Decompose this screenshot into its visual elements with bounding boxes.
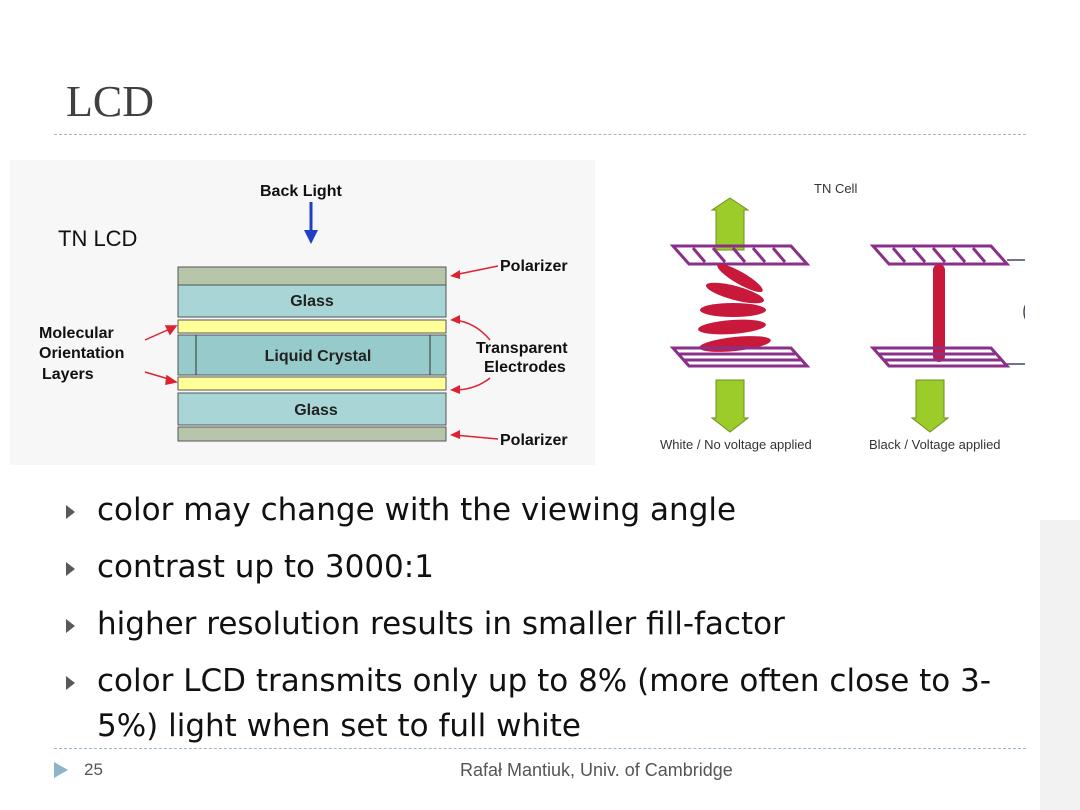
top-electrode-layer bbox=[177, 319, 447, 334]
entry-light-arrow-icon bbox=[710, 379, 750, 433]
bullet-arrow-icon bbox=[66, 619, 75, 633]
liquid-crystal-layer bbox=[177, 334, 447, 376]
bullet-arrow-icon bbox=[66, 562, 75, 576]
bullet-item: color may change with the viewing angle bbox=[66, 488, 1026, 533]
footer-divider bbox=[54, 748, 1026, 749]
tn-lcd-diagram: TN LCD Back Light Glass Liquid Crystal G… bbox=[10, 160, 595, 465]
top-glass-layer bbox=[177, 284, 447, 318]
top-glass-label: Glass bbox=[290, 293, 334, 310]
top-polarizer-grid bbox=[669, 244, 811, 266]
liquid-crystal-label: Liquid Crystal bbox=[265, 348, 372, 365]
page-number: 25 bbox=[84, 760, 103, 779]
backlight-arrow-icon bbox=[304, 202, 318, 244]
molecular-label: Molecular bbox=[39, 325, 114, 342]
backlight-label: Back Light bbox=[260, 183, 342, 200]
white-caption: White / No voltage applied bbox=[660, 437, 812, 452]
aligned-crystal-rods bbox=[933, 264, 945, 362]
bullet-item: color LCD transmits only up to 8% (more … bbox=[66, 659, 1026, 749]
top-polarizer-layer bbox=[177, 266, 447, 286]
bottom-polarizer-layer bbox=[177, 426, 447, 442]
footer-credit: Rafał Mantiuk, Univ. of Cambridge bbox=[460, 760, 733, 780]
bullet-item: higher resolution results in smaller fil… bbox=[66, 602, 1026, 647]
bullet-item: contrast up to 3000:1 bbox=[66, 545, 1026, 590]
tn-cell-title: TN Cell bbox=[814, 181, 857, 196]
black-caption: Black / Voltage applied bbox=[869, 437, 1001, 452]
title-divider bbox=[54, 134, 1026, 135]
exit-light-arrow-icon bbox=[710, 197, 750, 251]
decorative-edge bbox=[1040, 520, 1080, 810]
orientation-label: Orientation bbox=[39, 345, 124, 362]
bullet-arrow-icon bbox=[66, 676, 75, 690]
top-polarizer-grid-voltage bbox=[869, 244, 1011, 266]
tn-lcd-label: TN LCD bbox=[58, 226, 137, 251]
bottom-electrode-layer bbox=[177, 376, 447, 391]
bullet-arrow-icon bbox=[66, 505, 75, 519]
blocked-light-arrow-icon bbox=[910, 379, 950, 433]
bottom-polarizer-grid-voltage bbox=[869, 346, 1011, 368]
orientation-pointer-arrows bbox=[144, 325, 178, 385]
bottom-polarizer-grid bbox=[669, 346, 811, 368]
top-polarizer-label: Polarizer bbox=[500, 258, 568, 275]
bottom-glass-label: Glass bbox=[294, 402, 338, 419]
layers-label: Layers bbox=[42, 366, 94, 383]
tn-cell-diagram: TN Cell White / No voltage applied bbox=[595, 160, 1057, 465]
twisted-crystal-rods bbox=[698, 264, 771, 352]
slide-title: LCD bbox=[66, 77, 154, 126]
bottom-polarizer-label: Polarizer bbox=[500, 432, 568, 449]
voltage-circuit bbox=[1007, 259, 1057, 365]
bottom-glass-layer bbox=[177, 392, 447, 426]
transparent-label: Transparent bbox=[476, 340, 568, 357]
electrodes-label: Electrodes bbox=[484, 359, 566, 376]
footer-arrow-icon bbox=[54, 762, 68, 778]
bullet-list: color may change with the viewing angle … bbox=[66, 488, 1026, 761]
